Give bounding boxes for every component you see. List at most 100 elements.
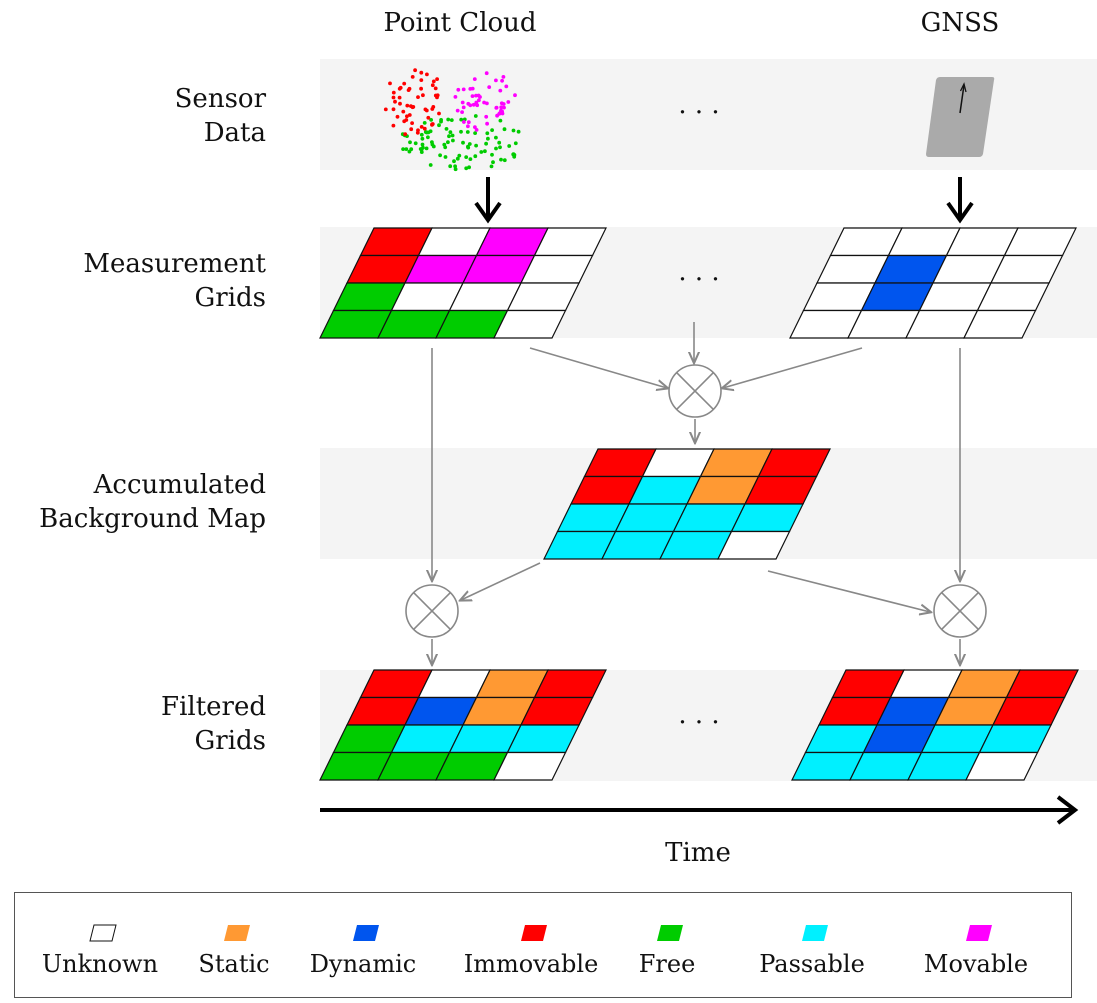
point-movable — [453, 95, 458, 99]
sensor-to-grid-arrow-right — [946, 177, 974, 224]
point-free — [446, 117, 451, 122]
point-immovable — [435, 77, 439, 81]
point-free — [446, 140, 450, 145]
point-free — [451, 138, 455, 143]
point-movable — [456, 87, 461, 92]
point-free — [490, 128, 494, 133]
point-free — [473, 114, 478, 118]
point-movable — [474, 93, 478, 98]
point-free — [484, 141, 488, 146]
row-label-line: Grids — [194, 283, 267, 313]
time-axis-arrow — [320, 795, 1079, 825]
point-free — [421, 145, 425, 150]
legend-swatch-free — [657, 925, 683, 941]
legend-item-immovable: Immovable — [456, 893, 606, 993]
point-movable — [460, 100, 465, 105]
point-immovable — [421, 93, 425, 98]
point-movable — [471, 102, 476, 107]
time-label: Time — [665, 838, 731, 868]
connector-measurement-left-to-fusion — [529, 347, 667, 388]
point-free — [453, 167, 458, 172]
legend-item-free: Free — [592, 893, 742, 993]
point-free — [404, 147, 409, 152]
point-free — [420, 136, 425, 141]
grid-cell-unknown — [717, 530, 791, 560]
point-free — [459, 117, 464, 122]
point-free — [498, 145, 502, 150]
point-immovable — [416, 128, 420, 133]
measurement-grid-point-cloud — [319, 227, 607, 339]
point-immovable — [410, 121, 414, 125]
point-immovable — [409, 104, 413, 108]
point-free — [413, 141, 418, 146]
point-free — [428, 163, 433, 167]
legend-item-movable: Movable — [901, 893, 1051, 993]
point-free — [449, 118, 454, 122]
point-free — [420, 142, 425, 147]
point-free — [485, 131, 490, 136]
fusion-node-left-icon — [405, 584, 459, 638]
point-free — [464, 155, 469, 160]
point-free — [459, 129, 463, 134]
point-immovable — [393, 99, 397, 104]
point-movable — [494, 105, 499, 110]
point-movable — [470, 94, 475, 98]
point-free — [409, 147, 414, 152]
point-free — [473, 131, 477, 136]
gnss-device-icon — [926, 77, 995, 157]
point-free — [452, 159, 456, 164]
point-immovable — [431, 105, 436, 109]
point-immovable — [430, 83, 435, 88]
legend-label: Unknown — [41, 950, 159, 978]
point-movable — [472, 77, 477, 81]
grid-layer — [319, 227, 1079, 781]
point-free — [511, 152, 516, 157]
point-free — [498, 118, 503, 123]
point-free — [502, 158, 507, 163]
point-movable — [499, 101, 504, 106]
point-immovable — [419, 125, 424, 129]
point-movable — [484, 71, 489, 76]
grid-cell-unknown — [493, 751, 567, 781]
point-immovable — [402, 81, 407, 86]
point-movable — [485, 121, 489, 126]
point-immovable — [413, 68, 417, 73]
connector-layer — [405, 322, 987, 664]
point-movable — [502, 105, 506, 110]
point-free — [486, 136, 490, 141]
point-movable — [500, 78, 504, 83]
measurement-grid-gnss — [789, 227, 1077, 339]
point-free — [490, 152, 494, 157]
point-free — [483, 149, 487, 154]
point-free — [507, 144, 512, 148]
point-immovable — [419, 78, 424, 82]
point-free — [447, 134, 451, 139]
point-free — [499, 157, 503, 162]
row-label-line: Measurement — [83, 249, 266, 279]
point-movable — [478, 95, 482, 99]
point-immovable — [391, 90, 396, 95]
row-label-filtered-grids: Filtered Grids — [0, 690, 266, 758]
connector-measurement-right-to-fusion — [723, 347, 863, 388]
point-immovable — [416, 95, 420, 99]
point-movable — [504, 84, 509, 89]
row-label-line: Data — [203, 118, 266, 148]
point-immovable — [407, 86, 412, 91]
point-immovable — [407, 113, 412, 117]
point-cloud-scatter — [383, 68, 521, 172]
point-free — [516, 129, 521, 134]
point-free — [511, 128, 516, 133]
fusion-node-right-icon — [933, 584, 987, 638]
point-immovable — [410, 75, 415, 79]
point-immovable — [398, 85, 403, 90]
point-free — [444, 126, 449, 131]
point-immovable — [405, 103, 410, 108]
grid-cell-unknown — [965, 751, 1039, 781]
column-title-point-cloud: Point Cloud — [383, 8, 537, 38]
point-immovable — [388, 81, 392, 86]
point-movable — [468, 87, 473, 91]
point-movable — [477, 98, 481, 103]
point-movable — [462, 120, 466, 124]
point-movable — [474, 100, 479, 105]
